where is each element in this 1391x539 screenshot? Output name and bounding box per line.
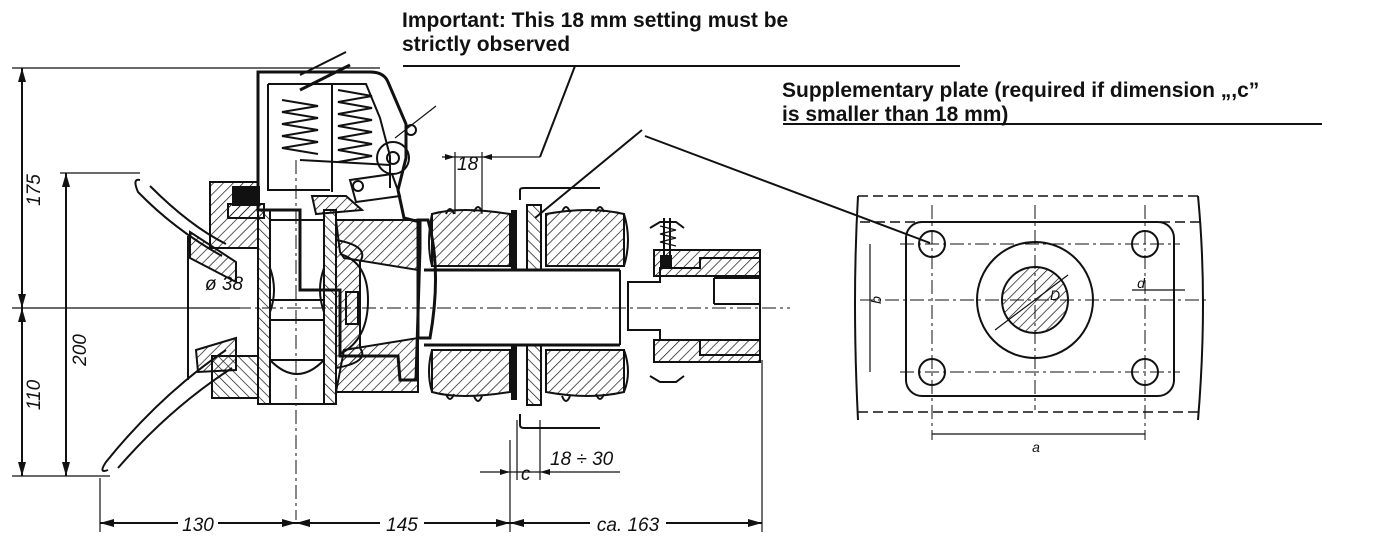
dim-130: 130	[182, 515, 214, 536]
important-note-line1: Important: This 18 mm setting must be	[402, 9, 789, 32]
dim-c: c	[521, 464, 531, 485]
center-lines	[12, 160, 790, 520]
dim-18-top: 18	[457, 154, 479, 175]
coupling-body	[334, 219, 419, 393]
vertical-dimensions: 175 200 110	[12, 67, 380, 477]
supplementary-note-line2: is smaller than 18 mm)	[782, 103, 1009, 126]
plate-label-a: a	[1032, 439, 1040, 455]
plate-label-b: b	[868, 296, 884, 304]
dim-110: 110	[24, 379, 45, 410]
dim-145: 145	[386, 515, 418, 536]
dim-diameter-38: ø 38	[205, 274, 243, 295]
coupling-housing	[209, 51, 437, 399]
leader-lines	[403, 65, 1322, 244]
dim-163: ca. 163	[597, 515, 660, 536]
supplementary-note-line1: Supplementary plate (required if dimensi…	[782, 79, 1260, 102]
plate-label-D: D	[1050, 287, 1060, 303]
supplementary-plate-view: a b d D	[854, 195, 1210, 455]
coupling-pin: ø 38	[205, 209, 337, 405]
draw-bar-assembly	[416, 187, 761, 429]
dim-200: 200	[70, 334, 91, 367]
important-note-line2: strictly observed	[402, 33, 571, 56]
horizontal-dimensions: 130 145 ca. 163 18 c 18 ÷ 30	[99, 152, 763, 536]
dim-18-30: 18 ÷ 30	[550, 449, 614, 470]
plate-label-d: d	[1137, 275, 1146, 291]
dim-175: 175	[24, 174, 45, 206]
